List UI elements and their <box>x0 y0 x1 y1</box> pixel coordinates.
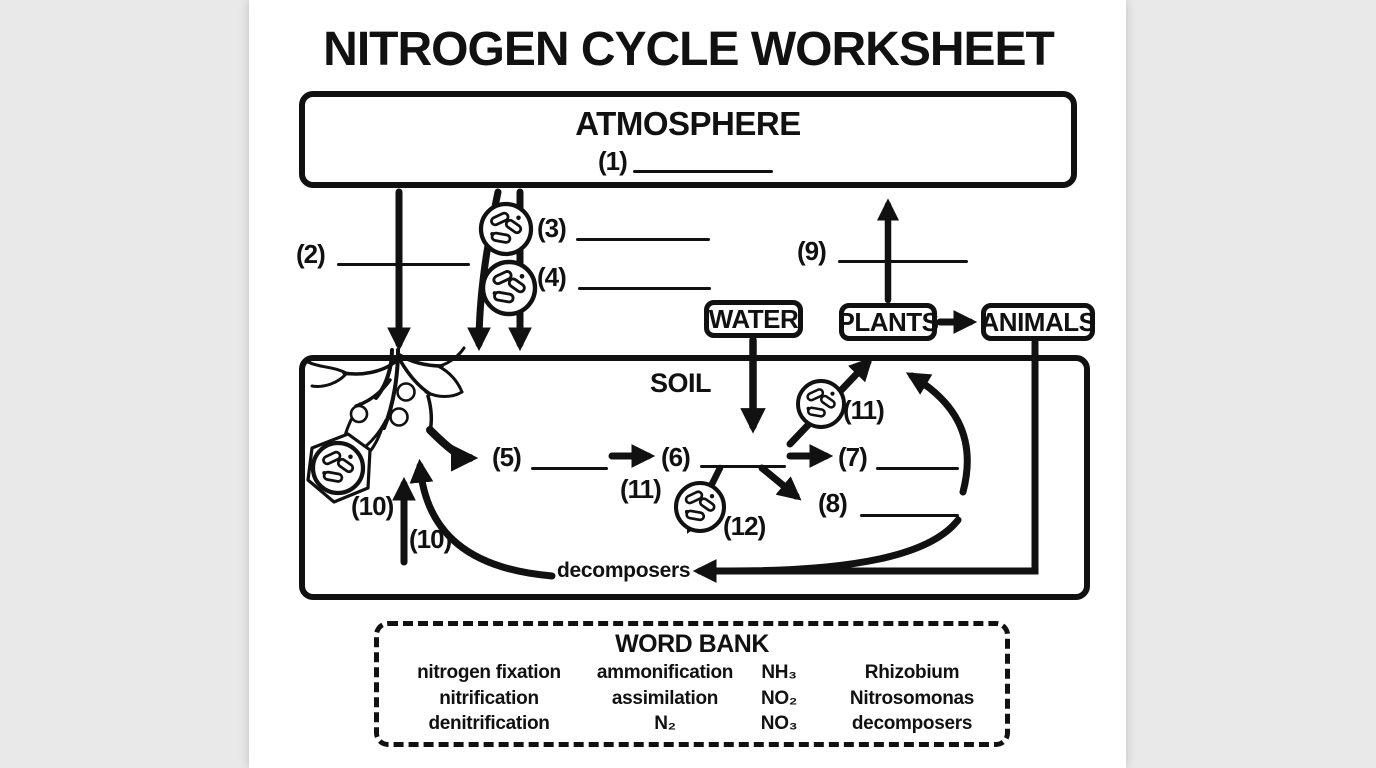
plants-label: PLANTS <box>837 306 940 337</box>
word-bank-item: Nitrosomonas <box>849 687 975 709</box>
label-3: (3) <box>537 213 567 243</box>
blank-3-field[interactable] <box>576 238 710 241</box>
label-9: (9) <box>797 236 827 266</box>
plants-box: PLANTS <box>837 303 940 341</box>
label-4: (4) <box>537 262 567 292</box>
word-bank-box: WORD BANK nitrogen fixation ammonificati… <box>374 621 1010 747</box>
word-bank-item: N₂ <box>654 713 676 734</box>
label-2: (2) <box>296 239 326 269</box>
word-bank-title: WORD BANK <box>615 630 769 658</box>
blank-5-field[interactable] <box>531 467 608 470</box>
word-bank-item: nitrogen fixation <box>417 662 561 683</box>
label-12: (12) <box>723 511 766 541</box>
decomposers-label: decomposers <box>557 559 691 582</box>
label-10-duplicate: (10) <box>409 524 452 554</box>
label-5: (5) <box>492 442 522 472</box>
animals-label: ANIMALS <box>980 306 1096 337</box>
word-bank-item: NO₃ <box>760 713 798 734</box>
water-box: WATER <box>704 300 803 338</box>
blank-9-field[interactable] <box>838 260 968 263</box>
word-bank-item: denitrification <box>428 713 550 734</box>
label-10: (10) <box>351 491 394 521</box>
blank-7-field[interactable] <box>876 467 959 470</box>
animals-box: ANIMALS <box>980 303 1096 341</box>
label-11-duplicate: (11) <box>620 474 662 504</box>
word-bank-item: decomposers <box>851 713 973 734</box>
label-8: (8) <box>818 488 848 518</box>
label-6: (6) <box>661 442 691 472</box>
water-label: WATER <box>708 303 799 334</box>
soil-box <box>299 355 1090 600</box>
atmosphere-box: ATMOSPHERE <box>299 91 1077 188</box>
label-11: (11) <box>843 395 885 425</box>
blank-1-field[interactable] <box>633 170 773 173</box>
label-7: (7) <box>838 442 868 472</box>
word-bank-grid: nitrogen fixation ammonification NH₃ Rhi… <box>379 657 1005 737</box>
word-bank-item: NO₂ <box>760 687 798 709</box>
word-bank-item: assimilation <box>611 687 719 709</box>
soil-label: SOIL <box>650 368 712 398</box>
word-bank-item: NH₃ <box>761 662 797 683</box>
word-bank-item: nitrification <box>439 687 539 709</box>
page-title: NITROGEN CYCLE WORKSHEET <box>323 23 1055 76</box>
blank-8-field[interactable] <box>860 514 959 517</box>
label-1: (1) <box>598 146 628 176</box>
blank-6-field[interactable] <box>700 465 786 468</box>
blank-4-field[interactable] <box>578 287 711 290</box>
atmosphere-label: ATMOSPHERE <box>575 105 801 142</box>
word-bank-item: ammonification <box>596 662 734 683</box>
blank-2-field[interactable] <box>337 263 470 266</box>
word-bank-item: Rhizobium <box>864 662 960 683</box>
